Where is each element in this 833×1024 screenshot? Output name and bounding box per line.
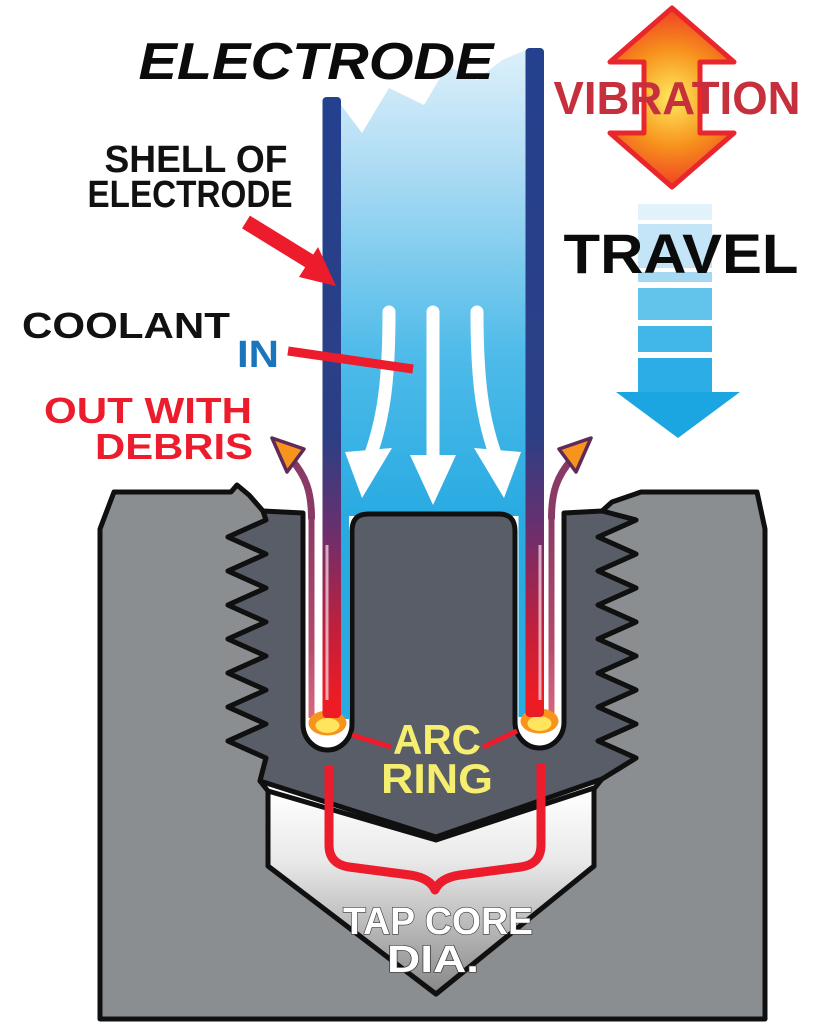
debris-arrow-left xyxy=(270,436,315,522)
tap-core-dia-brace xyxy=(324,763,546,895)
coolant-in-pointer-line xyxy=(287,346,414,374)
tap-core-label-line2: DIA. xyxy=(387,939,479,981)
coolant-in-label: IN xyxy=(237,334,279,376)
arc-ring-pointer-right xyxy=(481,728,519,750)
coolant-flow-arrows xyxy=(361,305,505,475)
shell-pointer-arrow xyxy=(242,215,336,286)
vibration-label: VIBRATION xyxy=(554,72,801,124)
travel-label: TRAVEL xyxy=(564,222,799,285)
arc-ring-label-line2: RING xyxy=(381,755,493,802)
arc-ring-label-line1: ARC xyxy=(393,716,481,763)
shell-label-line2: ELECTRODE xyxy=(88,174,293,216)
shell-label-line1: SHELL OF xyxy=(105,139,288,181)
tap-core-label-line1: TAP CORE xyxy=(343,901,533,943)
electrode-title: ELECTRODE xyxy=(139,33,495,91)
vibration-arrow xyxy=(607,5,737,190)
coolant-sliver-right xyxy=(518,513,527,717)
outflow-label-line2: DEBRIS xyxy=(95,426,253,467)
broken-tap xyxy=(225,508,639,840)
outflow-label-line1: OUT WITH xyxy=(44,390,252,431)
coolant-flow-arrowheads xyxy=(345,448,521,505)
coolant-sliver-left xyxy=(340,513,349,719)
electrode-shell-left xyxy=(322,97,341,718)
travel-arrow xyxy=(616,204,740,438)
arc-ring-pointer-left xyxy=(351,732,392,750)
coolant-label: COOLANT xyxy=(22,305,230,346)
debris-arrow-right xyxy=(548,436,593,522)
